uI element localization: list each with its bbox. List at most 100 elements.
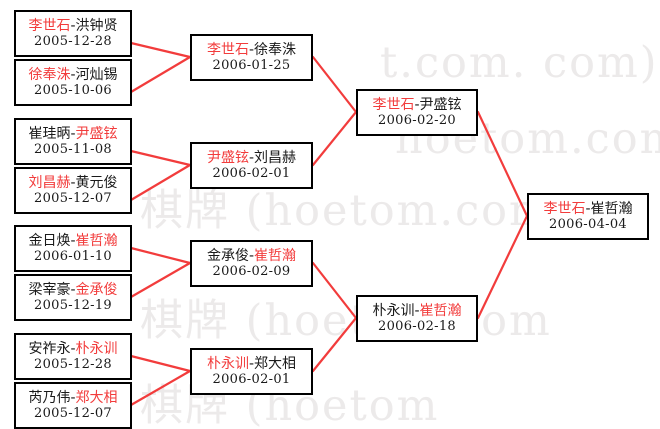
match-box[interactable]: 金日焕-崔哲瀚 2006-01-10 [14,225,132,272]
name-separator: - [414,302,420,319]
match-box[interactable]: 刘昌赫-黄元俊 2005-12-07 [14,167,132,214]
winner-name: 朴永训 [206,355,249,372]
match-box[interactable]: 李世石-尹盛铉 2006-02-20 [356,89,478,136]
connector-line [129,41,192,59]
match-players: 崔珪昞-尹盛铉 [28,126,117,142]
winner-name: 崔哲瀚 [254,247,297,264]
loser-name: 梁宰豪 [28,281,71,298]
name-separator: - [248,247,255,264]
name-separator: - [248,149,255,166]
match-box[interactable]: 李世石-徐奉洙 2006-01-25 [190,34,313,81]
match-players: 李世石-徐奉洙 [207,42,296,58]
match-players: 金承俊-崔哲瀚 [207,248,296,264]
connector-line [311,261,358,320]
name-separator: - [70,281,76,298]
match-players: 安祚永-朴永训 [28,341,117,357]
match-date: 2006-02-09 [212,263,291,279]
winner-name: 金承俊 [75,281,118,298]
match-date: 2005-12-07 [34,405,112,421]
match-date: 2006-01-25 [212,57,291,73]
connector-line [129,354,192,373]
winner-name: 崔哲瀚 [419,302,462,319]
winner-name: 郑大相 [75,389,118,406]
winner-name: 李世石 [206,41,249,58]
winner-name: 李世石 [372,96,415,113]
connector-line [129,163,192,202]
loser-name: 安祚永 [28,340,71,357]
match-players: 朴永训-崔哲瀚 [372,303,461,319]
match-box[interactable]: 芮乃伟-郑大相 2005-12-07 [14,382,132,429]
match-box[interactable]: 梁宰豪-金承俊 2005-12-19 [14,274,132,321]
name-separator: - [70,17,76,34]
match-date: 2005-12-28 [34,356,112,372]
loser-name: 尹盛铉 [419,96,462,113]
match-date: 2006-02-20 [378,112,456,128]
winner-name: 朴永训 [75,340,118,357]
name-separator: - [70,389,76,406]
match-date: 2006-02-01 [212,371,291,387]
connector-line [129,261,192,299]
match-box[interactable]: 安祚永-朴永训 2005-12-28 [14,333,132,380]
loser-name: 金承俊 [206,247,249,264]
match-box[interactable]: 金承俊-崔哲瀚 2006-02-09 [190,240,313,287]
watermark-text: t.com. com) [380,38,659,88]
name-separator: - [248,355,255,372]
connector-line [129,369,192,407]
match-players: 梁宰豪-金承俊 [28,282,117,298]
match-box[interactable]: 崔珪昞-尹盛铉 2005-11-08 [14,118,132,165]
connector-line [476,214,529,320]
watermark-text: 棋牌 (hoetom.com [140,296,552,346]
name-separator: - [70,66,76,83]
name-separator: - [414,96,420,113]
connector-line [129,55,192,94]
loser-name: 河灿锡 [75,66,118,83]
connector-line [129,246,192,265]
match-date: 2005-11-08 [34,141,112,157]
connector-line [311,316,358,373]
connector-line [311,110,358,167]
match-date: 2006-04-04 [549,216,627,232]
name-separator: - [248,41,255,58]
loser-name: 芮乃伟 [28,389,71,406]
loser-name: 刘昌赫 [254,149,297,166]
match-box[interactable]: 朴永训-崔哲瀚 2006-02-18 [356,295,478,342]
match-date: 2006-02-01 [212,165,291,181]
name-separator: - [70,340,76,357]
connector-line [129,149,192,167]
name-separator: - [585,200,591,217]
loser-name: 朴永训 [372,302,415,319]
winner-name: 李世石 [543,200,586,217]
match-date: 2005-12-19 [34,297,112,313]
match-players: 李世石-尹盛铉 [372,97,461,113]
match-players: 尹盛铉-刘昌赫 [207,150,296,166]
match-players: 朴永训-郑大相 [207,356,296,372]
match-date: 2006-02-18 [378,318,456,334]
match-players: 刘昌赫-黄元俊 [28,175,117,191]
match-box[interactable]: 朴永训-郑大相 2006-02-01 [190,348,313,395]
match-box[interactable]: 李世石-洪钟贤 2005-12-28 [14,10,132,57]
match-players: 徐奉洙-河灿锡 [28,67,117,83]
winner-name: 李世石 [28,17,71,34]
match-date: 2005-10-06 [34,82,112,98]
name-separator: - [70,174,76,191]
winner-name: 刘昌赫 [28,174,71,191]
match-players: 李世石-崔哲瀚 [543,201,632,217]
watermark-text: 棋牌 (hoetom.com [140,186,552,236]
loser-name: 黄元俊 [75,174,118,191]
match-players: 芮乃伟-郑大相 [28,390,117,406]
name-separator: - [70,232,76,249]
winner-name: 尹盛铉 [206,149,249,166]
loser-name: 崔哲瀚 [590,200,633,217]
match-box[interactable]: 尹盛铉-刘昌赫 2006-02-01 [190,142,313,189]
connector-line [311,55,358,114]
final-match-box[interactable]: 李世石-崔哲瀚 2006-04-04 [527,193,649,240]
loser-name: 金日焕 [28,232,71,249]
match-box[interactable]: 徐奉洙-河灿锡 2005-10-06 [14,59,132,106]
winner-name: 徐奉洙 [28,66,71,83]
loser-name: 洪钟贤 [75,17,118,34]
match-date: 2005-12-28 [34,33,112,49]
name-separator: - [70,125,76,142]
loser-name: 徐奉洙 [254,41,297,58]
winner-name: 崔哲瀚 [75,232,118,249]
